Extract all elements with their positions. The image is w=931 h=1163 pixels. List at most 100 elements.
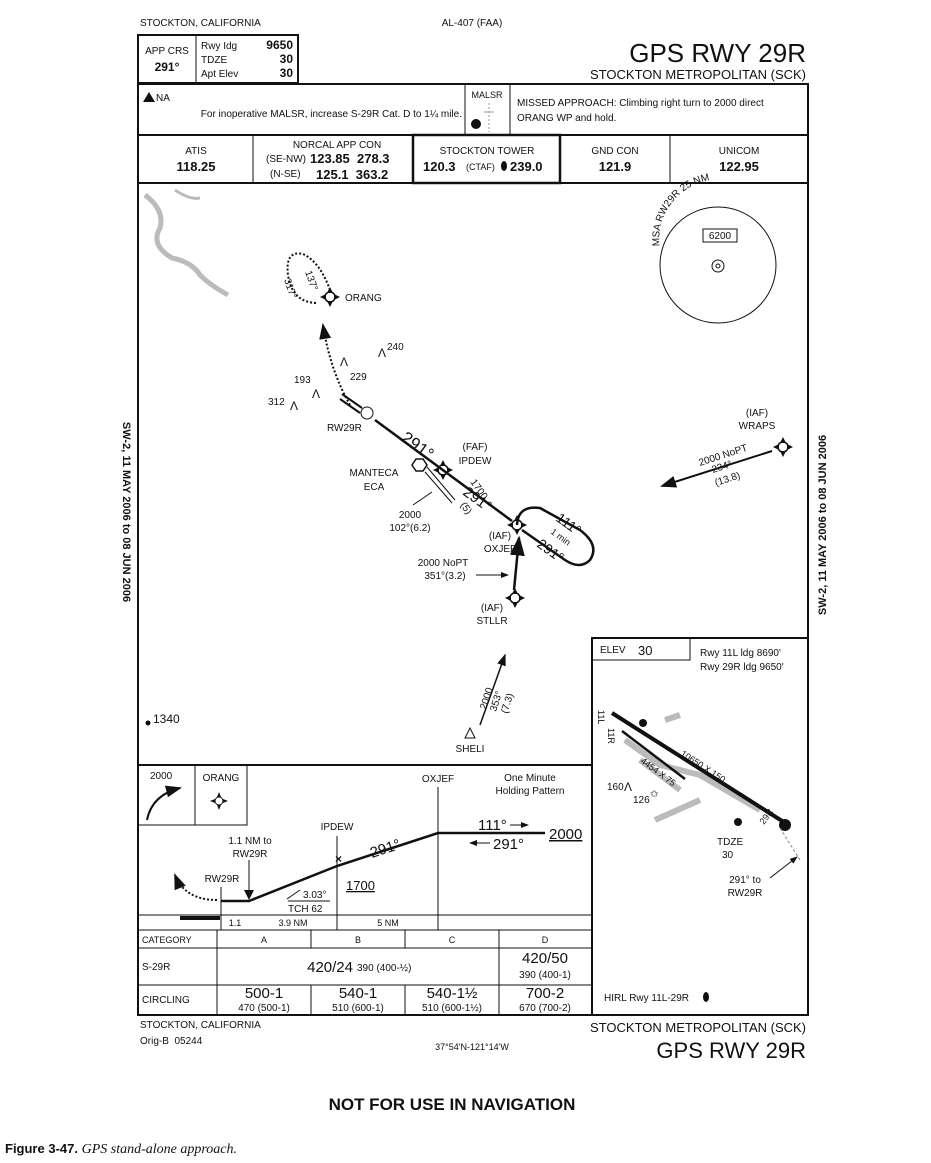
profile-crs-111: 111° <box>478 817 507 834</box>
approach-lighting-icon <box>471 103 494 132</box>
norcal-freq1: 123.85 278.3 <box>310 151 390 166</box>
sheli-waypoint-icon <box>464 726 476 739</box>
climbing-turn-icon <box>146 785 182 821</box>
circling-c-haa: 510 (600-1½) <box>422 1003 482 1014</box>
manteca-label: MANTECA <box>350 468 399 479</box>
stllr-fix-icon <box>505 588 525 608</box>
tower-freq2: 239.0 <box>510 159 543 174</box>
tower-freq-box <box>411 133 562 185</box>
eca-label: ECA <box>364 482 385 493</box>
airport-diagram: ELEV 30 Rwy 11L ldg 8690' Rwy 29R ldg 96… <box>591 637 809 1016</box>
nm-note-1: 1.1 NM to <box>228 836 272 847</box>
unicom-freq: 122.95 <box>719 159 759 174</box>
header-location: STOCKTON, CALIFORNIA <box>140 18 261 29</box>
alternate-na: NA <box>156 93 170 104</box>
profile-alt-2000: 2000 <box>549 826 582 843</box>
stllr-feeder-route <box>509 535 525 591</box>
stllr-course: 351°(3.2) <box>424 571 465 582</box>
hold-317: 317° <box>281 277 298 300</box>
validity-right: SW-2, 11 MAY 2006 to 08 JUN 2006 <box>817 435 829 615</box>
footer-title: GPS RWY 29R <box>656 1038 806 1063</box>
profile-view: 2000 ORANG OXJEF One Minute Holding Patt… <box>137 764 592 931</box>
missed-hold-pattern <box>286 252 331 304</box>
profile-oxjef: OXJEF <box>422 774 454 785</box>
gnd-label: GND CON <box>591 146 638 157</box>
fafalt-1700: 1700 <box>346 878 375 893</box>
nm-note-2: RW29R <box>233 849 268 860</box>
obstacle-240-icon: Λ <box>378 346 386 360</box>
final-course <box>374 418 513 523</box>
approach-info-box: APP CRS 291° Rwy Idg 9650 TDZE 30 Apt El… <box>137 34 299 84</box>
diagram-tdze: 30 <box>722 850 734 861</box>
tch: TCH 62 <box>288 904 323 915</box>
river <box>143 193 230 298</box>
ipdew-label: IPDEW <box>459 456 492 467</box>
rwy-ldg: 9650 <box>266 38 293 52</box>
msa-center-waypoint-icon <box>711 259 725 273</box>
obstacle-312-icon: Λ <box>290 399 298 413</box>
missed-approach-line2: ORANG WP and hold. <box>517 113 616 124</box>
circling-d-haa: 670 (700-2) <box>519 1003 571 1014</box>
stllr-altitude: 2000 NoPT <box>418 558 469 569</box>
norcal-sector2: (N-SE) <box>270 169 301 180</box>
app-crs: 291° <box>155 60 180 74</box>
profile-rw29r: RW29R <box>205 874 240 885</box>
rw29r-waypoint-icon <box>360 406 374 420</box>
disclaimer: NOT FOR USE IN NAVIGATION <box>329 1095 576 1114</box>
s29r-abc-haa: 390 (400-½) <box>357 963 411 974</box>
eca-altitude: 2000 <box>399 510 422 521</box>
unicom-label: UNICOM <box>719 146 760 157</box>
app-crs-label: APP CRS <box>145 46 189 57</box>
rwy-29r-ldg: Rwy 29R ldg 9650' <box>700 662 784 673</box>
rw-11l-label: 11L <box>596 710 606 724</box>
rwy-ldg-label: Rwy Idg <box>201 41 237 52</box>
msa-altitude: 6200 <box>709 231 732 242</box>
elev-value: 30 <box>638 643 652 658</box>
circling-d-min: 700-2 <box>526 985 564 1002</box>
glideslope-angle: 3.03° <box>303 890 326 901</box>
header-d: D <box>542 935 549 945</box>
fix-x-icon: × <box>335 852 342 866</box>
elev-label: ELEV <box>600 645 626 656</box>
norcal-label: NORCAL APP CON <box>293 140 381 151</box>
glide-path <box>221 831 545 903</box>
beacon-icon: ✩ <box>650 789 659 800</box>
holding-note-1: One Minute <box>504 773 556 784</box>
faf-label: (FAF) <box>463 442 488 453</box>
tdze: 30 <box>280 52 294 66</box>
footer-coords: 37°54'N-121°14'W <box>435 1042 509 1052</box>
tdze-label: TDZE <box>201 55 227 66</box>
circling-label: CIRCLING <box>142 995 190 1006</box>
validity-left: SW-2, 11 MAY 2006 to 08 JUN 2006 <box>120 422 132 602</box>
spot-elevation-icon <box>145 720 151 726</box>
missed-alt-icon-label: 2000 <box>150 771 173 782</box>
circling-a-min: 500-1 <box>245 985 283 1002</box>
norcal-sector1: (SE-NW) <box>266 154 306 165</box>
chart-frame <box>137 83 809 1016</box>
figure-caption: Figure 3-47. GPS stand-alone approach. <box>5 1141 237 1157</box>
obstacle-312: 312 <box>268 397 285 408</box>
manteca-vor-icon <box>411 458 428 472</box>
orang-label: ORANG <box>345 293 382 304</box>
minimums-table: CATEGORY A B C D S-29R 420/24 390 (400-½… <box>138 930 592 1015</box>
s29r-label: S-29R <box>142 962 170 973</box>
profile-crs-291: 291° <box>368 836 403 862</box>
orang-waypoint-icon <box>320 287 340 307</box>
alternate-na-icon <box>143 92 155 102</box>
spot-elevation: 1340 <box>153 712 180 726</box>
ctaf-label: (CTAF) <box>466 162 495 172</box>
stllr-label: STLLR <box>476 616 507 627</box>
header-c: C <box>449 935 456 945</box>
msa-circle <box>659 206 777 324</box>
sheli-label: SHELI <box>456 744 485 755</box>
eca-course: 102°(6.2) <box>389 523 430 534</box>
profile-crs-291b: 291° <box>493 836 524 853</box>
circling-b-haa: 510 (600-1) <box>332 1003 384 1014</box>
wraps-label: WRAPS <box>739 421 776 432</box>
dist-3: 5 NM <box>377 918 399 928</box>
pcl-icon <box>501 161 507 171</box>
norcal-freq2: 125.1 363.2 <box>316 167 388 182</box>
dist-1: 1.1 <box>229 918 242 928</box>
